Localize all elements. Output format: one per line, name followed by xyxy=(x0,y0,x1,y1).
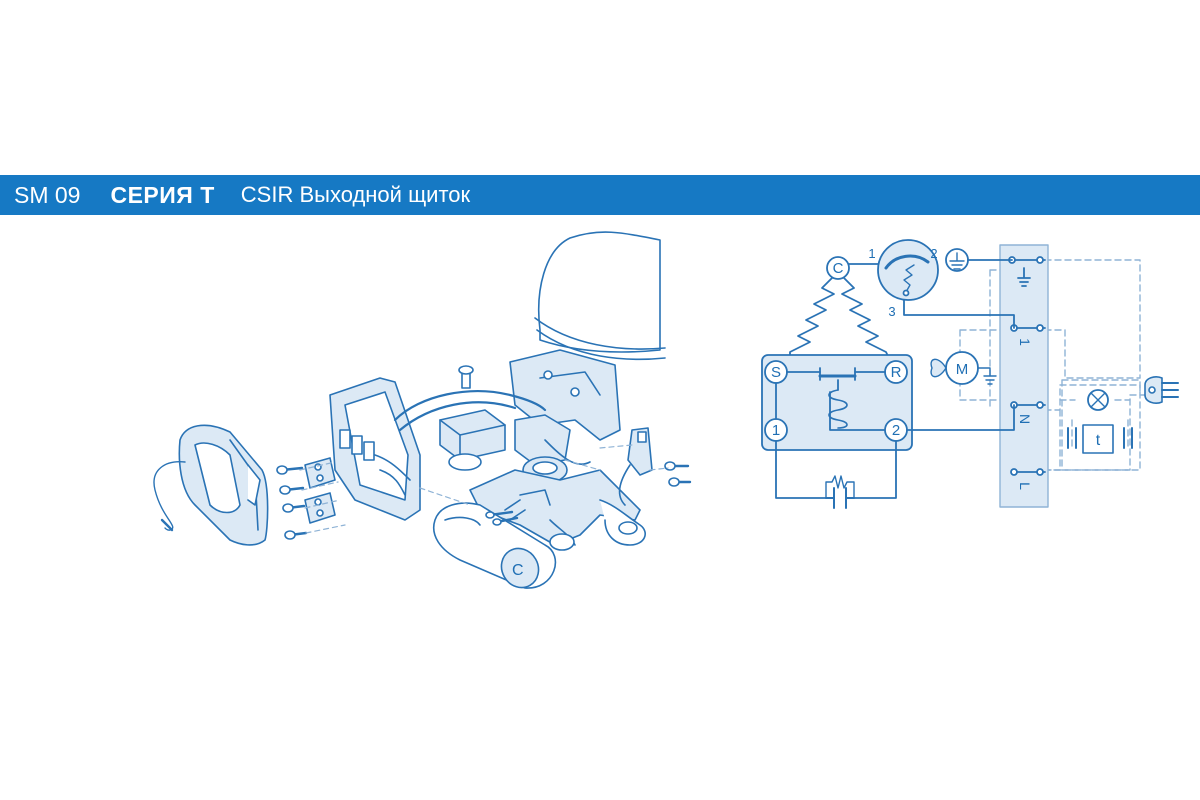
label-r: R xyxy=(891,364,902,381)
label-terminal-1: 1 xyxy=(1017,338,1033,346)
model-code: SM 09 xyxy=(14,181,81,208)
compressor-rim xyxy=(534,317,666,350)
bracket-screws xyxy=(485,510,519,526)
label-terminal-n: N xyxy=(1017,414,1033,424)
start-relay xyxy=(439,409,506,461)
label-1: 1 xyxy=(772,422,780,439)
fan-icon xyxy=(930,358,947,378)
mains-plug-icon xyxy=(1144,376,1179,404)
external-wiring xyxy=(959,259,1146,471)
start-capacitor-icon xyxy=(825,487,855,509)
label-motor: M xyxy=(956,361,969,378)
label-protector-3: 3 xyxy=(888,304,895,319)
run-winding xyxy=(841,277,891,361)
capacitor-mark: C xyxy=(512,562,524,579)
diagram-description: CSIR Выходной щиток xyxy=(240,182,471,207)
exploded-view: C xyxy=(153,231,692,589)
board-ground-icon xyxy=(1017,267,1031,287)
schematic-labels: C S R 1 2 1 2 3 M t 1 N L xyxy=(771,246,1101,490)
label-timer: t xyxy=(1096,432,1101,449)
compressor-terminal-box xyxy=(761,354,913,451)
start-winding xyxy=(789,277,835,361)
label-2: 2 xyxy=(892,422,900,439)
label-protector-1: 1 xyxy=(868,246,875,261)
label-terminal-l: L xyxy=(1017,482,1033,490)
bleed-resistor-icon xyxy=(825,475,855,499)
compressor-shell xyxy=(537,231,661,353)
series-label: СЕРИЯ T xyxy=(110,181,215,208)
node-c xyxy=(826,256,850,280)
label-protector-2: 2 xyxy=(930,246,937,261)
label-c: C xyxy=(833,260,844,277)
terminal-board xyxy=(999,244,1049,508)
wiring-schematic xyxy=(761,239,1179,509)
ground-icon xyxy=(949,252,965,270)
assembly-guides xyxy=(299,444,669,534)
label-s: S xyxy=(771,364,781,381)
cover-clamps xyxy=(276,457,336,540)
side-screws xyxy=(664,461,692,487)
title-banner: SM 09 СЕРИЯ T CSIR Выходной щиток xyxy=(0,175,1200,215)
timer-box xyxy=(1082,424,1114,454)
wire-harness xyxy=(393,390,547,422)
overload-protector-symbol xyxy=(877,239,939,301)
